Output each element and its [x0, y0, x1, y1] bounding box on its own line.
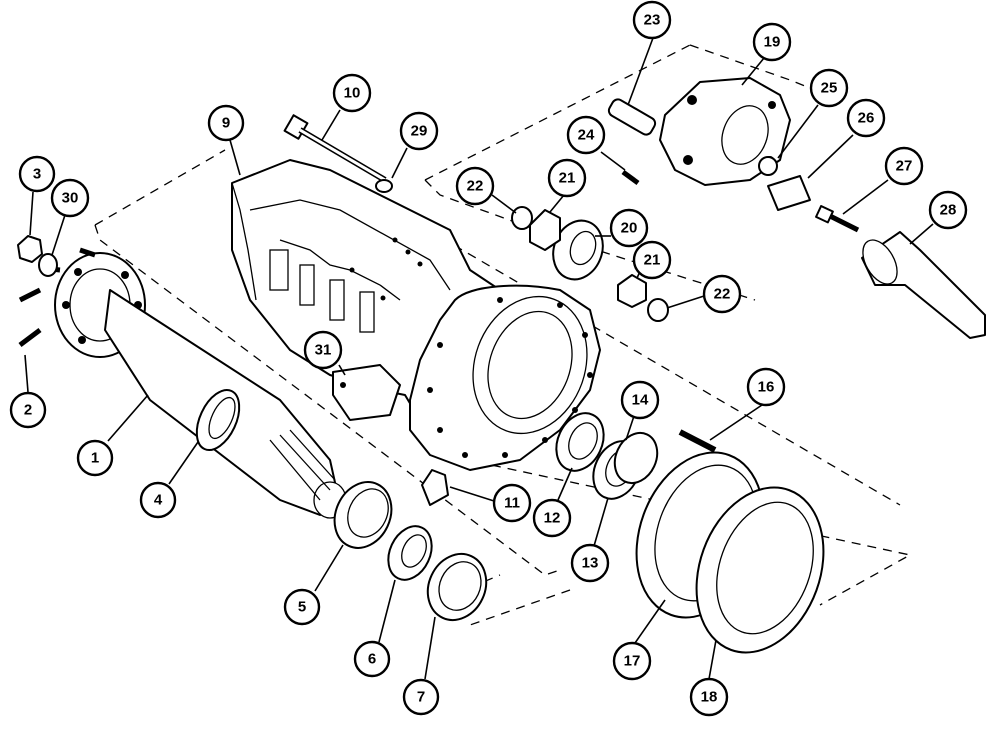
callout-16: 16: [746, 367, 786, 407]
bolt-27: [815, 205, 860, 233]
svg-text:17: 17: [624, 653, 641, 670]
svg-text:11: 11: [504, 495, 520, 512]
svg-text:6: 6: [368, 651, 376, 668]
svg-text:9: 9: [222, 115, 230, 132]
callout-12: 12: [532, 498, 572, 538]
washer-29: [375, 179, 393, 193]
svg-text:23: 23: [644, 12, 661, 29]
pin-16: [678, 429, 717, 453]
callout-13: 13: [570, 543, 610, 583]
washer-30: [38, 253, 58, 277]
callout-25: 25: [809, 68, 849, 108]
callout-21b: 21: [632, 240, 672, 280]
callout-6: 6: [353, 640, 391, 678]
svg-text:21: 21: [644, 252, 661, 269]
svg-text:22: 22: [467, 178, 484, 195]
needle-bearing-21a: [529, 209, 561, 251]
seal-4: [195, 389, 241, 451]
svg-text:1: 1: [91, 450, 99, 467]
svg-text:20: 20: [621, 220, 638, 237]
sun-shaft-28: [861, 231, 986, 339]
callout-30: 30: [50, 178, 90, 218]
svg-text:3: 3: [33, 166, 41, 183]
svg-text:5: 5: [298, 599, 306, 616]
svg-text:24: 24: [578, 127, 595, 144]
svg-text:21: 21: [559, 170, 576, 187]
svg-text:31: 31: [315, 342, 332, 359]
svg-text:22: 22: [714, 286, 731, 303]
axle-housing: [231, 159, 601, 506]
svg-text:13: 13: [582, 555, 599, 572]
callout-28: 28: [928, 190, 968, 230]
svg-text:2: 2: [24, 402, 32, 419]
callout-20: 20: [609, 208, 649, 248]
svg-text:18: 18: [701, 689, 718, 706]
bearing-cup-5: [333, 481, 393, 549]
callout-5: 5: [283, 588, 321, 626]
callout-27: 27: [884, 146, 924, 186]
svg-text:27: 27: [896, 158, 913, 175]
nut-3: [17, 235, 43, 263]
callout-14: 14: [620, 380, 660, 420]
callout-23: 23: [632, 0, 672, 40]
callout-22b: 22: [702, 274, 742, 314]
bearing-cup-14: [613, 431, 659, 485]
svg-text:4: 4: [154, 492, 163, 509]
callouts: 1 2 3 4 5 6 7 9 10 11 12 13 14 16 17 18 …: [9, 0, 968, 717]
svg-text:14: 14: [632, 392, 649, 409]
callout-18: 18: [689, 677, 729, 717]
planet-pin-23: [607, 98, 657, 136]
callout-19: 19: [752, 22, 792, 62]
ring-gear-18: [695, 486, 825, 654]
callout-4: 4: [139, 481, 177, 519]
svg-text:16: 16: [758, 379, 775, 396]
leader-lines: [24, 37, 934, 680]
svg-text:30: 30: [62, 190, 79, 207]
svg-text:12: 12: [544, 510, 561, 527]
callout-11: 11: [492, 483, 532, 523]
svg-text:29: 29: [411, 123, 428, 140]
svg-text:19: 19: [764, 34, 781, 51]
bolt-10: [283, 114, 387, 183]
callout-7: 7: [402, 678, 440, 716]
callout-3: 3: [18, 155, 56, 193]
callout-24: 24: [566, 115, 606, 155]
callout-9: 9: [207, 104, 245, 142]
thrust-washer-22b: [647, 298, 669, 322]
callout-22a: 22: [455, 166, 495, 206]
retainer-plate-26: [767, 175, 811, 211]
roll-pin-24: [621, 169, 640, 186]
needle-bearing-21b: [617, 274, 647, 308]
callout-29: 29: [399, 111, 439, 151]
callout-1: 1: [76, 439, 114, 477]
svg-text:7: 7: [417, 689, 425, 706]
callout-26: 26: [846, 98, 886, 138]
assembly-guide-lines: [94, 44, 912, 626]
svg-text:25: 25: [821, 80, 838, 97]
bracket-31: [332, 364, 401, 421]
svg-text:26: 26: [858, 110, 875, 127]
bearing-cone-6: [387, 525, 433, 581]
thrust-washer-22a: [511, 206, 533, 230]
callout-21a: 21: [547, 158, 587, 198]
callout-10: 10: [332, 73, 372, 113]
callout-31: 31: [303, 330, 343, 370]
spacer-7: [426, 552, 488, 622]
svg-text:10: 10: [344, 85, 361, 102]
callout-2: 2: [9, 391, 47, 429]
bearing-cone-12: [555, 412, 605, 472]
callout-17: 17: [612, 641, 652, 681]
svg-text:28: 28: [940, 202, 957, 219]
washer-25: [758, 156, 778, 176]
